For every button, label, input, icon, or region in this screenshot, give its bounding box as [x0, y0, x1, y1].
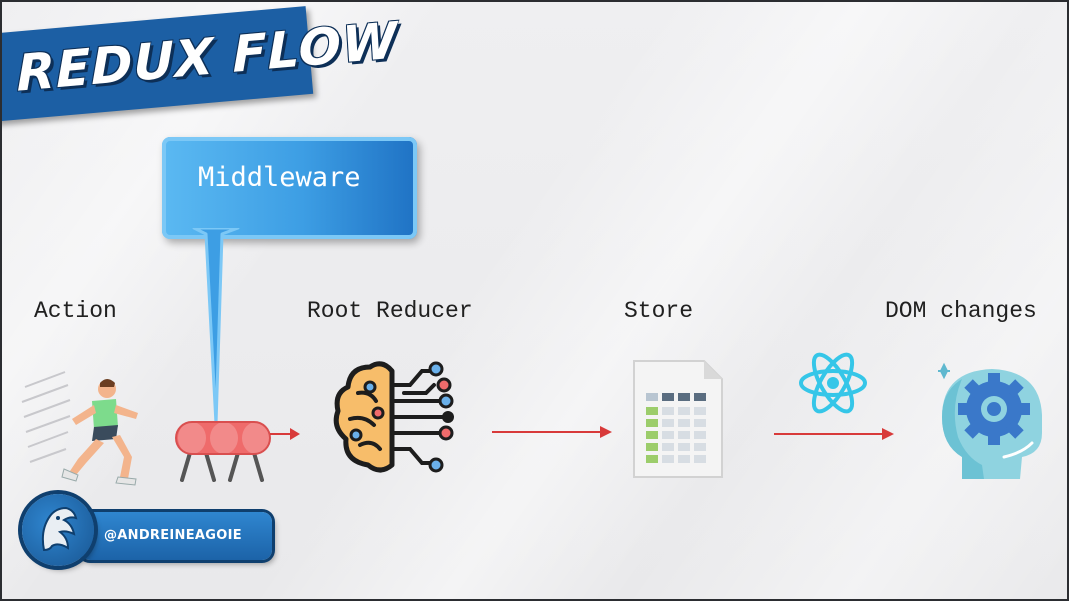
arrow-action-to-reducer [270, 428, 300, 440]
step-label-store: Store [624, 298, 694, 324]
author-handle: @ANDREINEAGOIE [104, 528, 242, 543]
head-gear-icon [938, 362, 1042, 479]
bird-avatar-icon [41, 506, 78, 552]
avatar [22, 494, 94, 566]
brain-circuit-icon [333, 361, 454, 473]
callout-pointer [192, 228, 240, 426]
hurdle-icon [175, 421, 271, 482]
arrow-reducer-to-store [492, 426, 612, 438]
step-label-dom-changes: DOM changes [885, 298, 1037, 324]
middleware-callout [162, 137, 417, 239]
runner-icon [21, 371, 138, 486]
middleware-label: Middleware [198, 162, 361, 193]
spreadsheet-icon [633, 360, 723, 478]
arrow-store-to-dom [774, 428, 894, 440]
author-handle-badge [80, 512, 272, 560]
step-label-root-reducer: Root Reducer [307, 298, 473, 324]
step-label-action: Action [34, 298, 117, 324]
react-atom-icon [799, 352, 867, 414]
